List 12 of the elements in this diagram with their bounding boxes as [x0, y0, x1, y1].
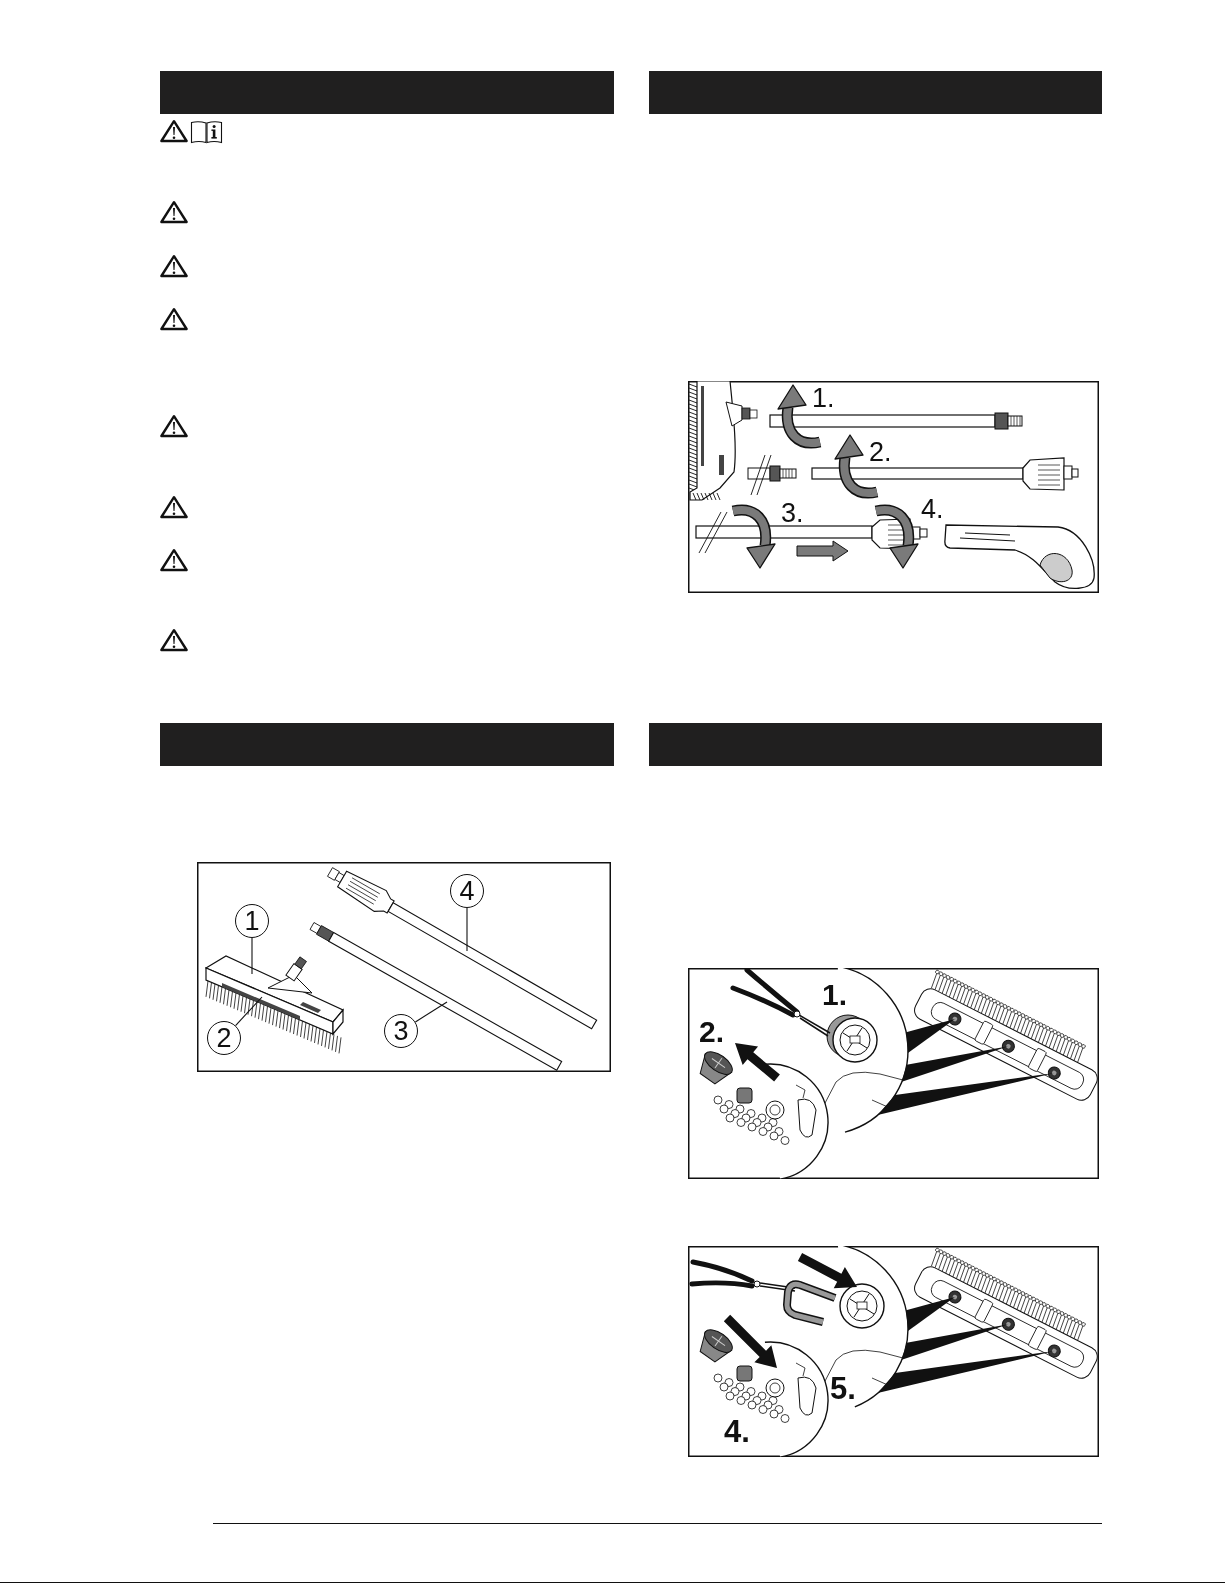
step-number: 1. [822, 980, 848, 1010]
leader-line [251, 937, 253, 975]
leader-line [414, 1001, 448, 1023]
step-number: 3. [781, 500, 804, 527]
step-number: 2. [699, 1017, 725, 1047]
step-number: 2. [869, 439, 892, 466]
step-number: 4. [921, 496, 944, 523]
step-number: 5. [830, 1373, 856, 1404]
leader-line [235, 996, 263, 1027]
step-number: 1. [812, 385, 835, 412]
step-number: 4. [724, 1416, 750, 1447]
leader-line [466, 907, 468, 952]
